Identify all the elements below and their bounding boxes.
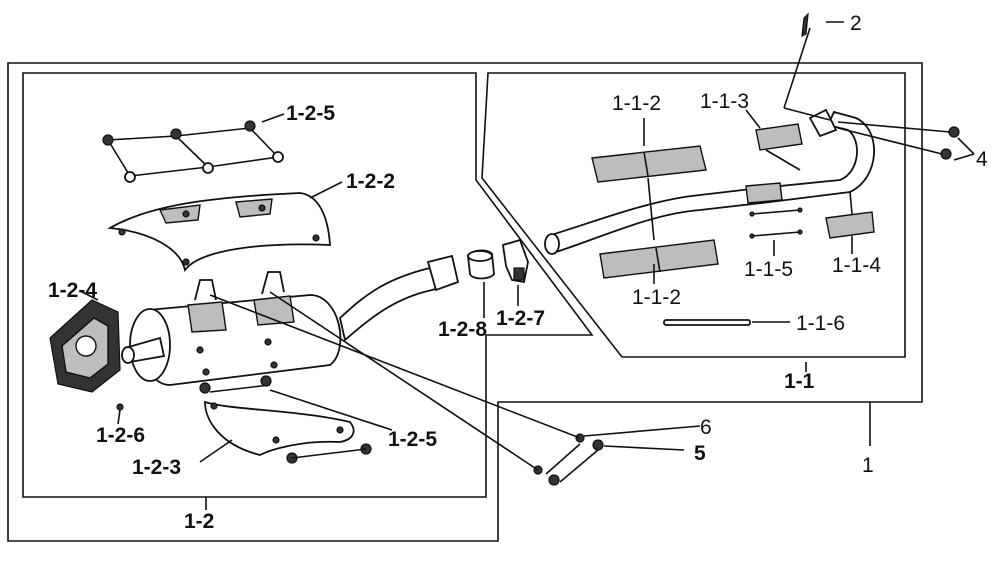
label-6: 6: [700, 416, 712, 439]
protector-1-1-3: [755, 123, 803, 151]
clamp-1-2-7: [501, 238, 529, 284]
label-1-2-5-bottom: 1-2-5: [388, 428, 437, 451]
label-1-2-2: 1-2-2: [346, 170, 395, 193]
frame-assembly-1: [7, 62, 923, 542]
springs-1-1-5: [749, 207, 803, 239]
label-1-2-6: 1-2-6: [96, 424, 145, 447]
nuts-1-2-5-top: [102, 120, 284, 183]
gasket-1-2-8: [467, 249, 495, 280]
label-1-1-3: 1-1-3: [700, 90, 749, 113]
label-1-2-7: 1-2-7: [496, 307, 545, 330]
label-1-2-5-top: 1-2-5: [286, 102, 335, 125]
label-1-2-4: 1-2-4: [48, 279, 97, 302]
strap-1-1-6: [663, 319, 751, 326]
exhaust-pipe-1-1: [544, 108, 875, 255]
label-1-1: 1-1: [784, 370, 815, 393]
heat-shield-1-2-3: [199, 375, 372, 464]
label-1-2-8: 1-2-8: [438, 318, 487, 341]
label-1-2: 1-2: [184, 510, 214, 533]
label-1-1-2-bottom: 1-1-2: [632, 286, 681, 309]
label-1-2-3: 1-2-3: [132, 456, 181, 479]
gasket-2: [801, 12, 809, 38]
label-1-1-4: 1-1-4: [832, 254, 881, 277]
frame-subassembly-1-1: [481, 72, 906, 358]
label-2: 2: [850, 12, 862, 35]
end-cap-1-2-4: [49, 299, 124, 411]
muffler: [121, 254, 460, 386]
label-4: 4: [976, 148, 988, 171]
protector-1-1-4: [825, 211, 875, 239]
bolts-5-6: [209, 291, 701, 486]
protector-1-1-2-bottom: [599, 239, 719, 279]
label-1-1-6: 1-1-6: [796, 312, 845, 335]
heat-shield-1-2-2: [107, 192, 331, 273]
label-1: 1: [862, 454, 874, 477]
label-1-1-5: 1-1-5: [744, 258, 793, 281]
frame-subassembly-1-2: [22, 72, 594, 498]
protector-1-1-2-top: [591, 145, 707, 183]
label-5: 5: [694, 442, 706, 465]
label-1-1-2-top: 1-1-2: [612, 92, 661, 115]
